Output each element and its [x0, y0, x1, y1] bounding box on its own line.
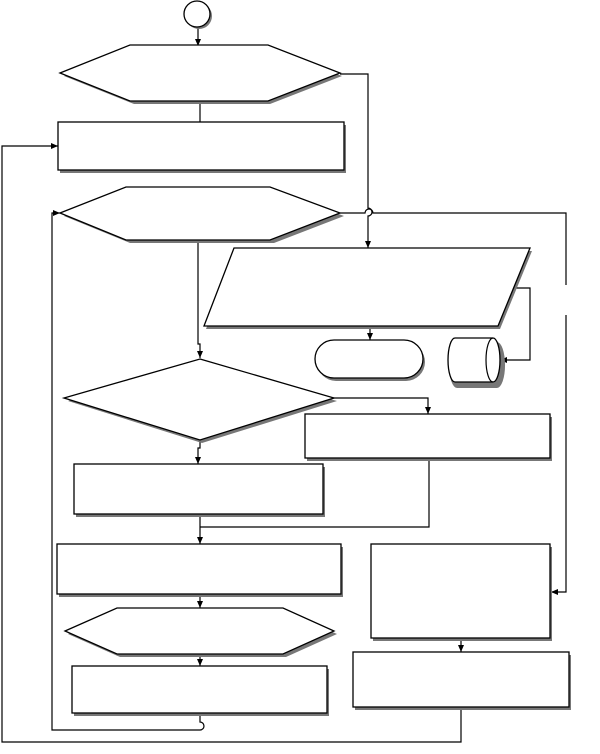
edges — [1, 28, 567, 743]
arrowhead — [197, 601, 203, 608]
edge-decision-mid-to-process-right — [333, 397, 429, 414]
edge-input-output-to-storage — [500, 287, 531, 361]
edge-decision-bottom-to-loop-decision — [51, 212, 205, 731]
arrowhead — [53, 210, 60, 216]
node-process-tall — [370, 543, 552, 641]
arrowhead — [197, 537, 203, 544]
edge-loop-decision-to-process-tall-lower — [551, 315, 567, 593]
node-decision-top — [58, 44, 342, 104]
node-process-right — [304, 413, 552, 461]
node-process-1 — [57, 121, 346, 173]
node-start — [183, 0, 212, 29]
edge-loop-decision-to-process-tall — [340, 208, 567, 285]
edge-decision-mid-to-process-2 — [197, 440, 201, 464]
node-process-4 — [71, 665, 329, 716]
arrowhead — [197, 659, 203, 666]
node-process-2 — [73, 463, 325, 517]
node-decision-mid — [61, 358, 337, 443]
node-input-output — [203, 247, 532, 329]
node-storage — [447, 337, 506, 388]
node-process-bottom-right — [352, 651, 571, 710]
nodes — [56, 0, 571, 716]
node-process-3 — [56, 543, 343, 597]
arrowhead — [367, 333, 373, 340]
edge-decision-top-to-input-output — [340, 73, 373, 248]
arrowhead — [51, 143, 58, 149]
arrowhead — [195, 39, 201, 46]
arrowhead — [551, 589, 558, 595]
arrowhead — [458, 645, 464, 652]
node-terminal — [314, 339, 425, 381]
edge-process-right-to-process-3 — [200, 458, 430, 528]
node-loop-decision — [58, 186, 344, 243]
edge-loop-decision-to-decision-mid — [197, 240, 201, 358]
arrowhead — [365, 241, 371, 248]
node-decision-bottom — [63, 607, 337, 657]
edge-process-bottom-right-to-process-1 — [1, 145, 462, 743]
arrowhead — [195, 457, 201, 464]
arrowhead — [197, 351, 203, 358]
arrowhead — [425, 407, 431, 414]
